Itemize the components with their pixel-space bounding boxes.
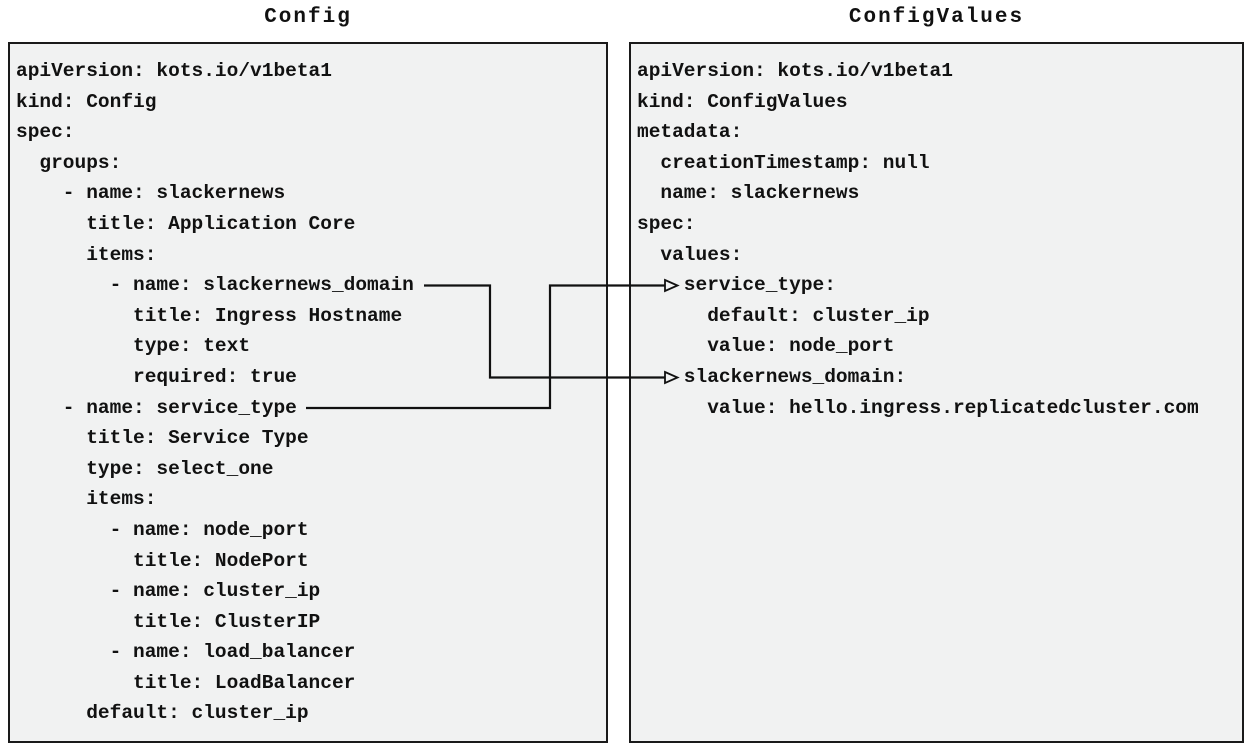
configvalues-yaml-box: apiVersion: kots.io/v1beta1 kind: ConfigV… — [629, 42, 1244, 743]
code-line: - name: load_balancer — [16, 641, 356, 664]
code-line: default: cluster_ip — [637, 304, 930, 327]
code-line: type: text — [16, 335, 251, 358]
code-line: type: select_one — [16, 457, 274, 480]
code-line: value: node_port — [637, 335, 895, 358]
configvalues-panel-title: ConfigValues — [848, 6, 1025, 29]
code-line: - name: slackernews_domain — [16, 274, 414, 297]
config-panel-title: Config — [264, 6, 352, 29]
code-line: required: true — [16, 365, 297, 388]
code-line: groups: — [16, 151, 122, 174]
code-line: spec: — [16, 121, 75, 144]
code-line: title: Ingress Hostname — [16, 304, 403, 327]
configvalues-yaml-code: apiVersion: kots.io/v1beta1 kind: ConfigV… — [631, 44, 1242, 423]
code-line: title: NodePort — [16, 549, 309, 572]
code-line: service_type: — [637, 274, 836, 297]
code-line: value: hello.ingress.replicatedcluster.c… — [637, 396, 1199, 419]
code-line: items: — [16, 488, 157, 511]
code-line: default: cluster_ip — [16, 702, 309, 725]
code-line: apiVersion: kots.io/v1beta1 — [16, 60, 332, 82]
code-line: spec: — [637, 212, 696, 235]
code-line: - name: slackernews — [16, 182, 286, 205]
code-line: items: — [16, 243, 157, 266]
code-line: title: LoadBalancer — [16, 671, 356, 694]
code-line: slackernews_domain: — [637, 365, 907, 388]
config-yaml-box: apiVersion: kots.io/v1beta1 kind: Config s… — [8, 42, 608, 743]
code-line: kind: Config — [16, 90, 157, 113]
code-line: title: Application Core — [16, 212, 356, 235]
code-line: values: — [637, 243, 743, 266]
code-line: - name: node_port — [16, 518, 309, 541]
code-line: title: ClusterIP — [16, 610, 321, 633]
code-line: - name: cluster_ip — [16, 580, 321, 603]
code-line: name: slackernews — [637, 182, 860, 205]
config-yaml-code: apiVersion: kots.io/v1beta1 kind: Config s… — [10, 44, 606, 729]
code-line: - name: service_type — [16, 396, 297, 419]
code-line: kind: ConfigValues — [637, 90, 848, 113]
code-line: title: Service Type — [16, 427, 309, 450]
code-line: creationTimestamp: null — [637, 151, 930, 174]
code-line: apiVersion: kots.io/v1beta1 — [637, 60, 953, 82]
code-line: metadata: — [637, 121, 743, 144]
